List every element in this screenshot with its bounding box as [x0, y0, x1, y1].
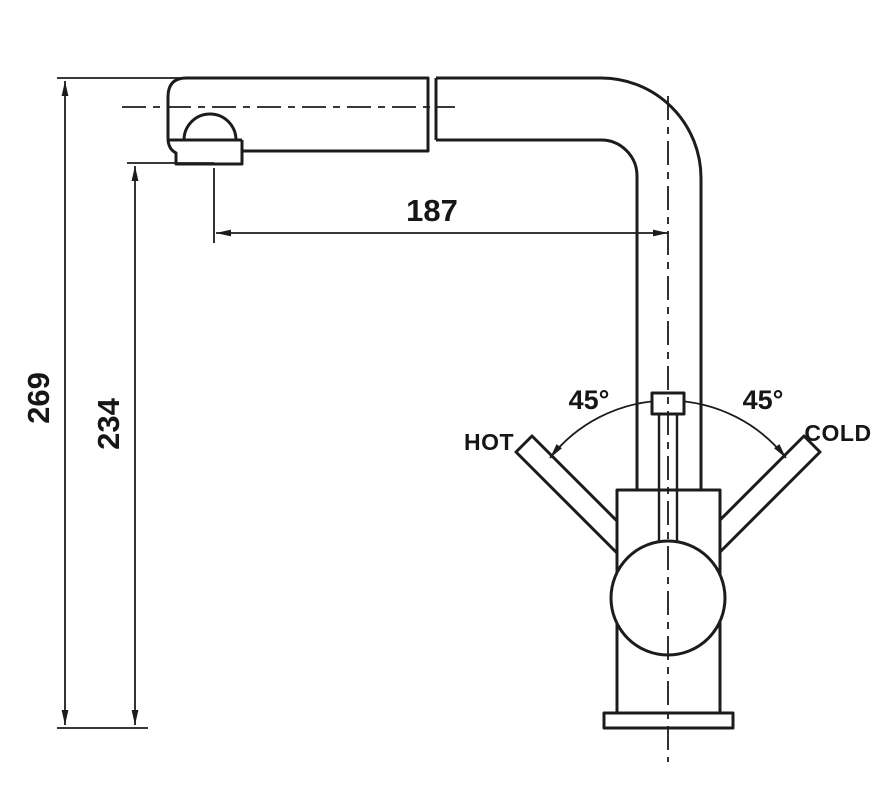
angle-indicator: 45° 45°	[549, 385, 787, 459]
body-height-value: 234	[91, 397, 126, 449]
dimension-body-height: 234	[91, 162, 214, 725]
spout-pipe-outer	[436, 76, 703, 490]
hot-label: HOT	[464, 429, 514, 455]
dimension-spout-reach: 187	[213, 168, 668, 243]
total-height-value: 269	[21, 372, 56, 424]
cold-label: COLD	[804, 420, 871, 446]
dimension-total-height: 269	[21, 77, 184, 729]
spout-pipe-inner	[436, 138, 639, 490]
aerator-dome	[182, 112, 238, 141]
hot-angle-label: 45°	[569, 385, 610, 415]
cold-angle-label: 45°	[743, 385, 784, 415]
spray-head	[166, 76, 430, 166]
faucet-outline	[166, 76, 822, 730]
spout-reach-value: 187	[406, 193, 458, 228]
